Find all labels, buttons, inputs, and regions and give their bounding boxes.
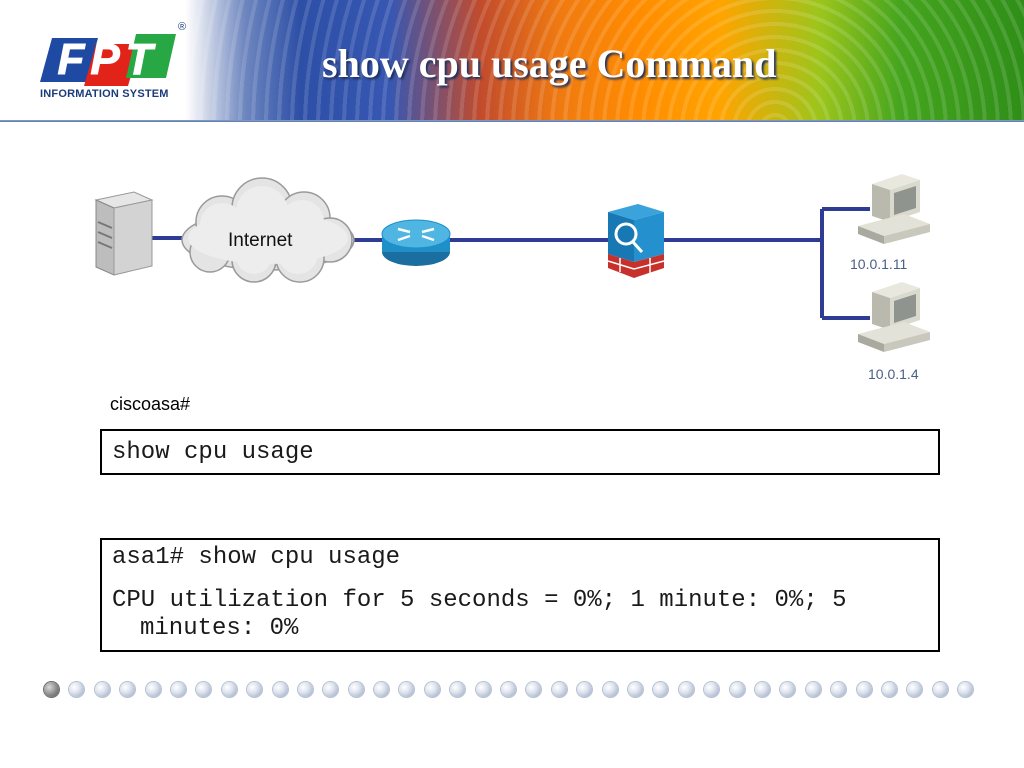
logo-mark: FPT (57, 35, 158, 84)
progress-dot (602, 682, 618, 697)
progress-dot (704, 682, 720, 697)
progress-dot (627, 682, 643, 697)
progress-dot (94, 682, 110, 697)
network-links (150, 207, 870, 320)
progress-dot (526, 682, 542, 697)
progress-dot (881, 682, 897, 697)
fpt-logo: FPT ® (40, 21, 186, 86)
progress-dot (450, 682, 466, 697)
progress-dot (932, 682, 948, 697)
example-output: CPU utilization for 5 seconds = 0%; 1 mi… (112, 587, 847, 642)
progress-dot (272, 682, 288, 697)
progress-dot (831, 682, 847, 697)
pc-icon (858, 282, 930, 352)
progress-dot (551, 682, 567, 697)
progress-dot (145, 682, 161, 697)
progress-dot (247, 682, 263, 697)
header-background-pattern (185, 0, 1024, 122)
command-syntax: show cpu usage (112, 439, 314, 466)
progress-dot (958, 682, 974, 697)
progress-dot (44, 682, 59, 697)
progress-dot (780, 682, 796, 697)
progress-dot (399, 682, 415, 697)
cli-prompt: ciscoasa# (110, 394, 191, 414)
progress-dot (805, 682, 821, 697)
progress-dot (577, 682, 593, 697)
progress-dot (221, 682, 237, 697)
progress-dot (374, 682, 390, 697)
command-syntax-box: show cpu usage (100, 429, 940, 475)
progress-dot (678, 682, 694, 697)
slide-title: show cpu usage Command (322, 41, 777, 86)
progress-dot (196, 682, 212, 697)
command-example-box: asa1# show cpu usage CPU utilization for… (100, 538, 940, 652)
header-divider (0, 120, 1024, 122)
progress-dot (907, 682, 923, 697)
progress-dot (729, 682, 745, 697)
logo-subtitle: INFORMATION SYSTEM (40, 88, 169, 100)
progress-dot (501, 682, 517, 697)
asa-firewall-icon (607, 204, 665, 278)
slide-progress-dots (44, 682, 994, 700)
pc-icon (858, 174, 930, 244)
internet-label: Internet (228, 230, 293, 251)
slide-header: FPT ® INFORMATION SYSTEM show cpu usage … (0, 0, 1024, 122)
router-icon (381, 219, 451, 266)
server-icon (94, 191, 154, 276)
progress-dot (424, 682, 440, 697)
progress-dot (170, 682, 186, 697)
progress-dot (475, 682, 491, 697)
host-2-ip-label: 10.0.1.4 (868, 366, 919, 382)
cloud-inner (188, 186, 348, 274)
progress-dot (348, 682, 364, 697)
progress-dot (297, 682, 313, 697)
progress-dot (120, 682, 136, 697)
progress-dot (69, 682, 85, 697)
progress-dot (323, 682, 339, 697)
host-1-ip-label: 10.0.1.11 (850, 256, 908, 272)
progress-dot (856, 682, 872, 697)
example-command: asa1# show cpu usage (112, 544, 401, 571)
progress-dot (754, 682, 770, 697)
logo-registered-mark: ® (178, 21, 186, 33)
progress-dot (653, 682, 669, 697)
